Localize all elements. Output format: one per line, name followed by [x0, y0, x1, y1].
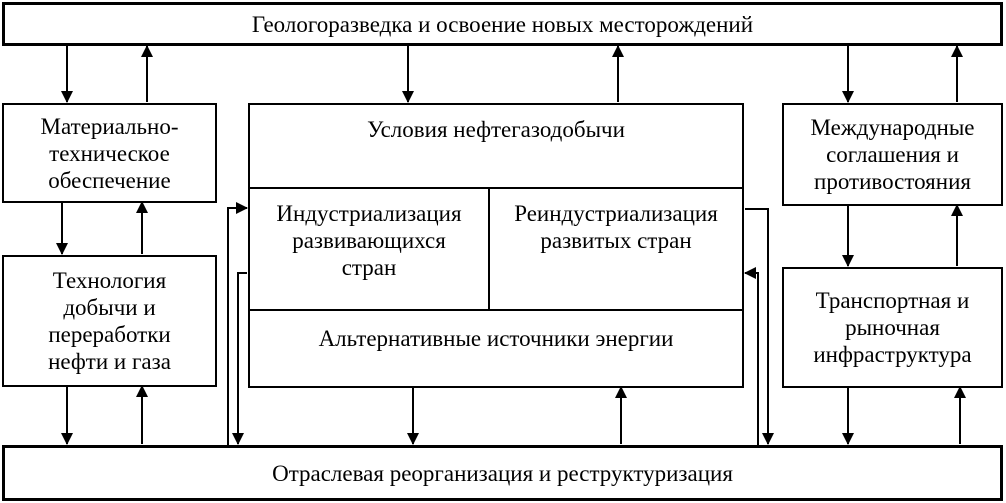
connector-restructuring-to-center-right — [744, 267, 759, 445]
node-exploration: Геологоразведка и освоение новых месторо… — [2, 2, 1003, 46]
node-industrialization: Индустриализация развивающихся стран — [250, 189, 490, 309]
connector-center-to-restructuring-right — [745, 208, 774, 445]
node-technology: Технология добычи и переработки нефти и … — [2, 255, 217, 387]
node-restructuring-label: Отраслевая реорганизация и реструктуриза… — [272, 460, 733, 486]
node-conditions-label: Условия нефтегазодобычи — [367, 117, 625, 142]
node-infrastructure: Транспортная и рыночная инфраструктура — [782, 267, 1003, 388]
node-agreements: Международные соглашения и противостояни… — [782, 103, 1003, 206]
node-conditions: Условия нефтегазодобычи — [250, 105, 742, 189]
node-infrastructure-label: Транспортная и рыночная инфраструктура — [813, 288, 972, 367]
node-reindustrialization: Реиндустриализация развитых стран — [490, 189, 742, 309]
node-logistics-label: Материально- техническое обеспечение — [40, 113, 179, 193]
node-restructuring: Отраслевая реорганизация и реструктуриза… — [2, 445, 1003, 501]
node-agreements-label: Международные соглашения и противостояни… — [810, 115, 975, 194]
node-logistics: Материально- техническое обеспечение — [2, 103, 217, 203]
node-technology-label: Технология добычи и переработки нефти и … — [48, 268, 171, 374]
node-alt-energy: Альтернативные источники энергии — [250, 311, 742, 386]
node-industrialization-label: Индустриализация развивающихся стран — [276, 201, 462, 280]
connector-restructuring-to-center-left — [227, 202, 248, 445]
node-exploration-label: Геологоразведка и освоение новых месторо… — [251, 11, 754, 37]
center-middle-row: Индустриализация развивающихся стран Реи… — [250, 189, 742, 311]
node-center-group: Условия нефтегазодобычи Индустриализация… — [248, 103, 744, 388]
node-reindustrialization-label: Реиндустриализация развитых стран — [514, 201, 718, 253]
node-alt-energy-label: Альтернативные источники энергии — [318, 326, 674, 351]
connector-center-to-restructuring-left — [232, 272, 247, 445]
